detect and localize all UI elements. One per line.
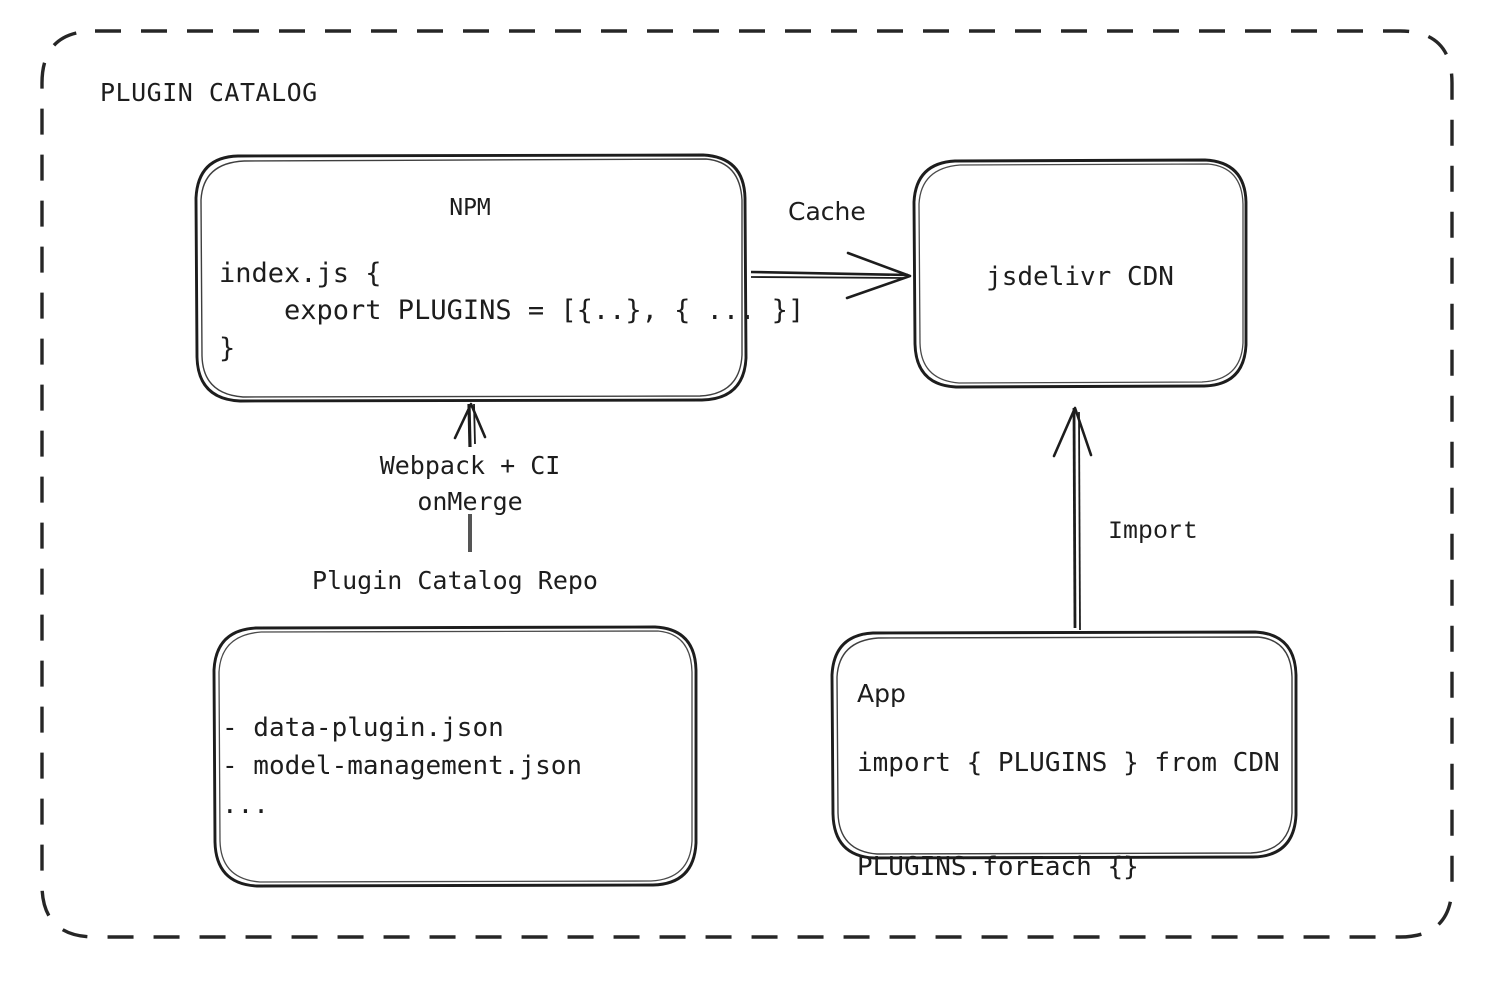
app-node-code: import { PLUGINS } from CDN PLUGINS.forE… xyxy=(857,748,1280,882)
import-edge-label: Import xyxy=(1108,517,1199,546)
npm-node-title: NPM xyxy=(449,195,491,221)
npm-node-code: index.js { export PLUGINS = [{..}, { ...… xyxy=(219,258,805,364)
import-arrow xyxy=(1052,406,1093,631)
repo-node-label: Plugin Catalog Repo xyxy=(312,566,598,595)
app-node-title: App xyxy=(857,679,906,708)
build-edge-label: Webpack + CI onMerge xyxy=(379,451,561,517)
frame-title: PLUGIN CATALOG xyxy=(100,78,318,107)
cache-edge-label: Cache xyxy=(788,197,866,226)
repo-node-files: - data-plugin.json - model-management.js… xyxy=(222,713,583,820)
cdn-node-title: jsdelivr CDN xyxy=(986,262,1174,292)
